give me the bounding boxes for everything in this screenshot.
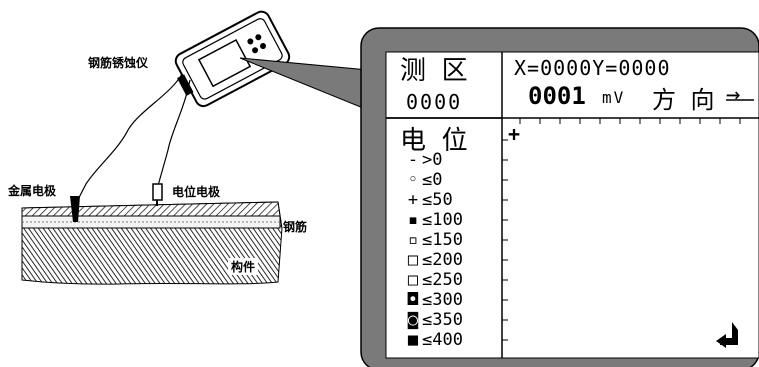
- legend-symbol: +: [407, 190, 419, 210]
- rebar-bar: [21, 215, 281, 229]
- corrosion-instrument: [174, 10, 291, 108]
- electrode-cables: [75, 73, 191, 207]
- legend-symbol: ■: [407, 330, 419, 350]
- instrument-label: 钢筋锈蚀仪: [88, 56, 149, 70]
- screen-panel: [385, 51, 759, 359]
- zone-value: 0000: [406, 90, 463, 114]
- legend-row: ◘≤300: [404, 290, 463, 310]
- legend-row: ▫≤150: [404, 230, 463, 250]
- legend-text: ≤350: [422, 310, 463, 330]
- legend-symbol: □: [407, 270, 419, 290]
- legend-row: □≤200: [404, 250, 463, 270]
- metal-electrode-clip: [70, 196, 80, 222]
- legend-symbol: ◦: [407, 170, 419, 190]
- direction-label: 方 向: [652, 86, 715, 114]
- legend-row: ■≤400: [404, 330, 463, 350]
- reading-unit: mV: [602, 88, 626, 107]
- legend-row: ◙≤350: [404, 310, 463, 330]
- member-label: 构件: [228, 258, 259, 275]
- legend-text: ≤400: [422, 330, 463, 350]
- legend-symbol: ▫: [407, 230, 419, 250]
- legend-text: ≤300: [422, 290, 463, 310]
- legend-text: >0: [422, 150, 443, 170]
- rebar-label: 钢筋: [283, 220, 308, 234]
- legend-text: ≤200: [422, 250, 463, 270]
- direction-arrow-icon: →: [726, 80, 741, 108]
- plot-ticks-top: [519, 118, 741, 124]
- legend-row: +≤50: [404, 190, 453, 210]
- metal-electrode-label: 金属电极: [8, 184, 57, 198]
- legend-text: ≤50: [422, 190, 453, 210]
- coord-readout: X=0000Y=0000: [514, 56, 671, 80]
- zone-label: 测 区: [400, 56, 468, 86]
- legend-text: ≤150: [422, 230, 463, 250]
- potential-electrode-label: 电位电极: [172, 185, 221, 199]
- potential-label: 电 位: [400, 126, 468, 156]
- plot-ticks-left: [502, 139, 508, 341]
- legend-text: ≤100: [422, 210, 463, 230]
- legend-symbol: -: [407, 150, 419, 170]
- legend-symbol: □: [407, 250, 419, 270]
- instrument-display: [197, 38, 252, 88]
- legend-row: □≤250: [404, 270, 463, 290]
- legend-text: ≤250: [422, 270, 463, 290]
- callout-pointer: [239, 57, 369, 111]
- legend-symbol: ◙: [407, 310, 419, 330]
- legend-symbol: ▪: [407, 210, 419, 230]
- legend-row: ->0: [404, 150, 443, 170]
- potential-electrode: [152, 183, 163, 206]
- legend-symbol: ◘: [407, 290, 419, 310]
- member-surface: [21, 201, 281, 217]
- legend-row: ◦≤0: [404, 170, 443, 190]
- legend-text: ≤0: [422, 170, 443, 190]
- plot-marker: +: [508, 122, 521, 146]
- reading-value: 0001: [528, 82, 586, 110]
- turn-arrow-icon: [716, 322, 738, 348]
- legend-row: ▪≤100: [404, 210, 463, 230]
